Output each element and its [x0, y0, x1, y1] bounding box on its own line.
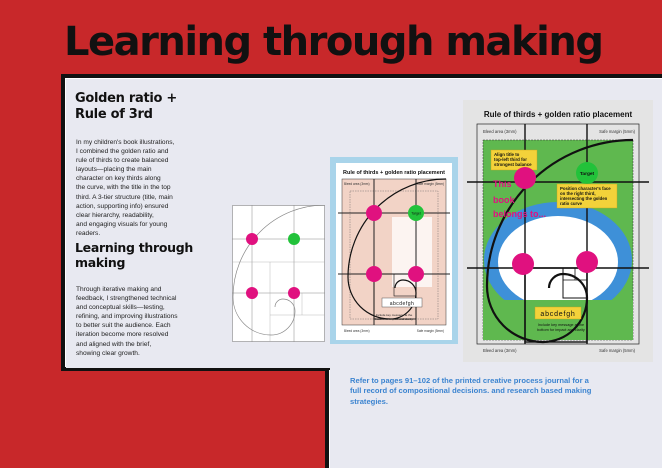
paragraph-golden-ratio: In my children's book illustrations, I c… [76, 139, 175, 237]
callout-title [490, 149, 538, 171]
note-label: bottom for impact and clarity [537, 328, 585, 332]
note-label: bottom for impact and clarity [375, 317, 413, 321]
target-label: Target [411, 212, 420, 216]
safe-label: Safe margin (5mm) [599, 348, 635, 353]
callout-text: on the right third, [560, 191, 596, 196]
callout-text: strongest balance [494, 162, 532, 167]
target-dot [576, 162, 598, 184]
intersection-dot [512, 253, 534, 275]
title-position-dot [514, 167, 536, 189]
intersection-dot-green [288, 233, 300, 245]
content-panel-bottom [330, 366, 662, 468]
intersection-dot [408, 266, 424, 282]
bleed-label: Bleed area (3mm) [483, 348, 517, 353]
diagram-small-title: Rule of thirds + golden ratio placement [343, 170, 445, 176]
heading-golden-ratio: Golden ratio + Rule of 3rd [75, 91, 177, 122]
note-label: Include key message at the [376, 313, 413, 317]
target-label: Target [580, 171, 595, 177]
callout-character [556, 183, 618, 209]
paragraph-learning: Through iterative making and feedback, I… [76, 286, 178, 357]
callout-text: ratio curve [560, 201, 583, 206]
bleed-label: Bleed area (3mm) [344, 182, 370, 186]
text-sample: abcdefgh [540, 311, 575, 318]
intersection-dot [576, 251, 598, 273]
intersection-dot [246, 287, 258, 299]
intersection-dot [366, 266, 382, 282]
bleed-label: Bleed area (3mm) [344, 329, 370, 333]
callout-text: intersecting the golden [560, 196, 608, 201]
note-label: Include key message at the [538, 323, 584, 327]
text-sample: abcdefgh [390, 301, 415, 307]
intersection-dot [288, 287, 300, 299]
golden-spiral-sketch [232, 205, 325, 342]
intersection-dot [246, 233, 258, 245]
bleed-label: Bleed area (3mm) [483, 129, 517, 134]
target-dot [408, 205, 424, 221]
callout-text: top-left third for [494, 157, 527, 162]
page-title: Learning through making [64, 19, 604, 65]
safe-label: Safe margin (5mm) [599, 129, 635, 134]
callout-text: Align title to [494, 152, 520, 157]
journal-reference: Refer to pages 91–102 of the printed cre… [350, 376, 592, 406]
title-position-dot [366, 205, 382, 221]
heading-learning-through-making: Learning through making [75, 240, 193, 271]
layout-diagram-small: Rule of thirds + golden ratio placement … [330, 157, 458, 344]
safe-label: Safe margin (5mm) [417, 182, 444, 186]
diagram-large-title: Rule of thirds + golden ratio placement [484, 110, 633, 119]
layout-diagram-large: Rule of thirds + golden ratio placement … [463, 100, 653, 362]
book-text: book [493, 195, 515, 205]
safe-label: Safe margin (5mm) [417, 329, 444, 333]
callout-text: Position character's face [560, 186, 611, 191]
book-text: belongs to... [493, 209, 546, 219]
book-text: This [493, 179, 512, 189]
